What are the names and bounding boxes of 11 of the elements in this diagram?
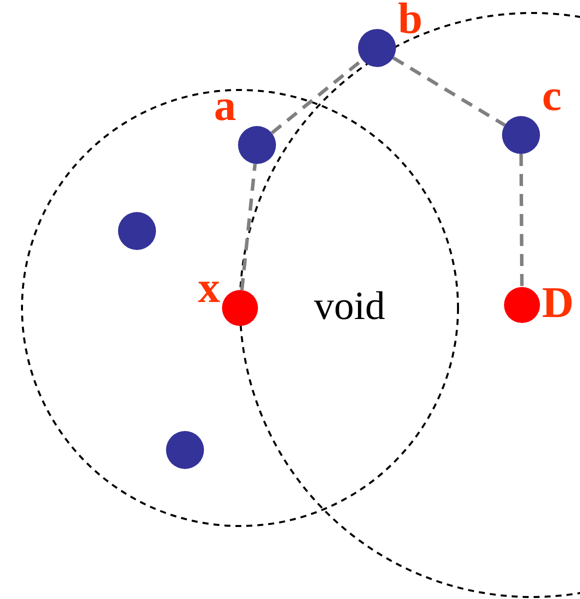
point-label: D bbox=[542, 283, 574, 323]
region-label: void bbox=[314, 284, 386, 328]
connector-line bbox=[519, 154, 524, 288]
point-dot bbox=[166, 431, 204, 469]
point-label: c bbox=[542, 76, 562, 116]
point-label: x bbox=[198, 268, 220, 308]
point-label: b bbox=[398, 0, 422, 39]
point-dot bbox=[118, 212, 156, 250]
connector-line bbox=[392, 56, 506, 127]
connector-line bbox=[240, 164, 257, 290]
point-label: a bbox=[214, 86, 236, 126]
